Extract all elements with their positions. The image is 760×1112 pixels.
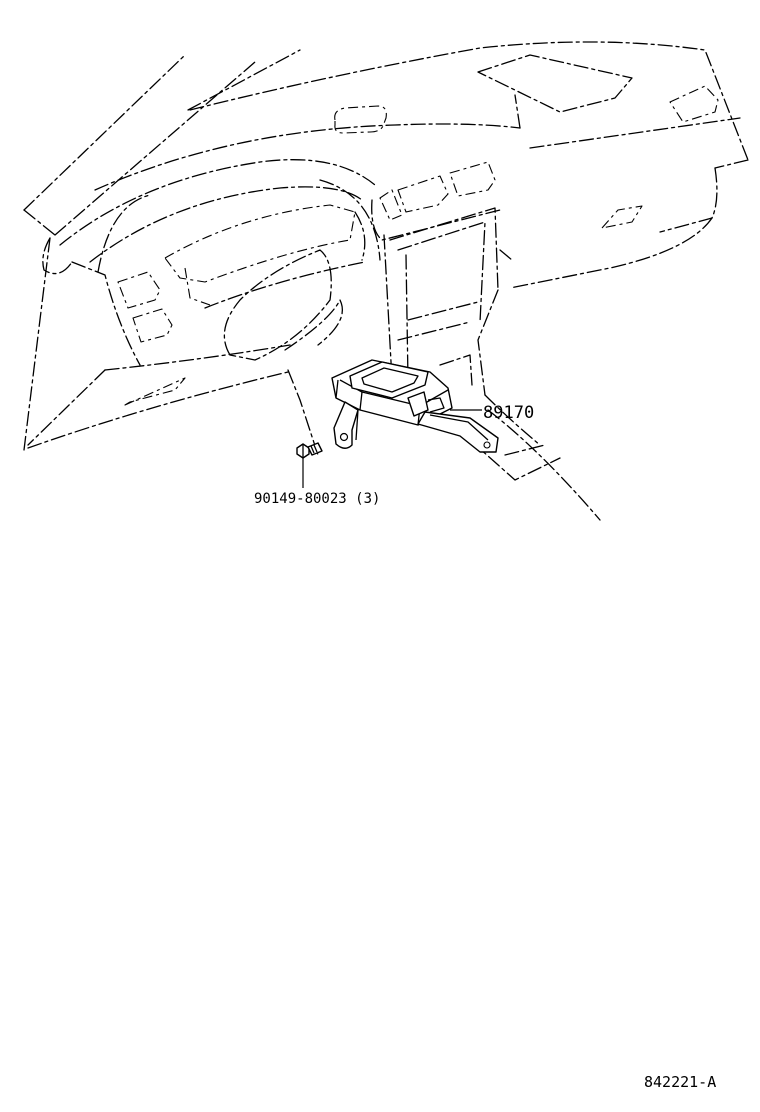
module-part-label: 89170	[483, 403, 534, 423]
dashboard-outline	[23, 41, 749, 521]
bolt-icon	[296, 442, 323, 459]
bolt-part-label: 90149-80023 (3)	[254, 491, 380, 507]
sensor-module-icon	[331, 359, 499, 453]
figure-code: 842221-A	[644, 1073, 716, 1091]
